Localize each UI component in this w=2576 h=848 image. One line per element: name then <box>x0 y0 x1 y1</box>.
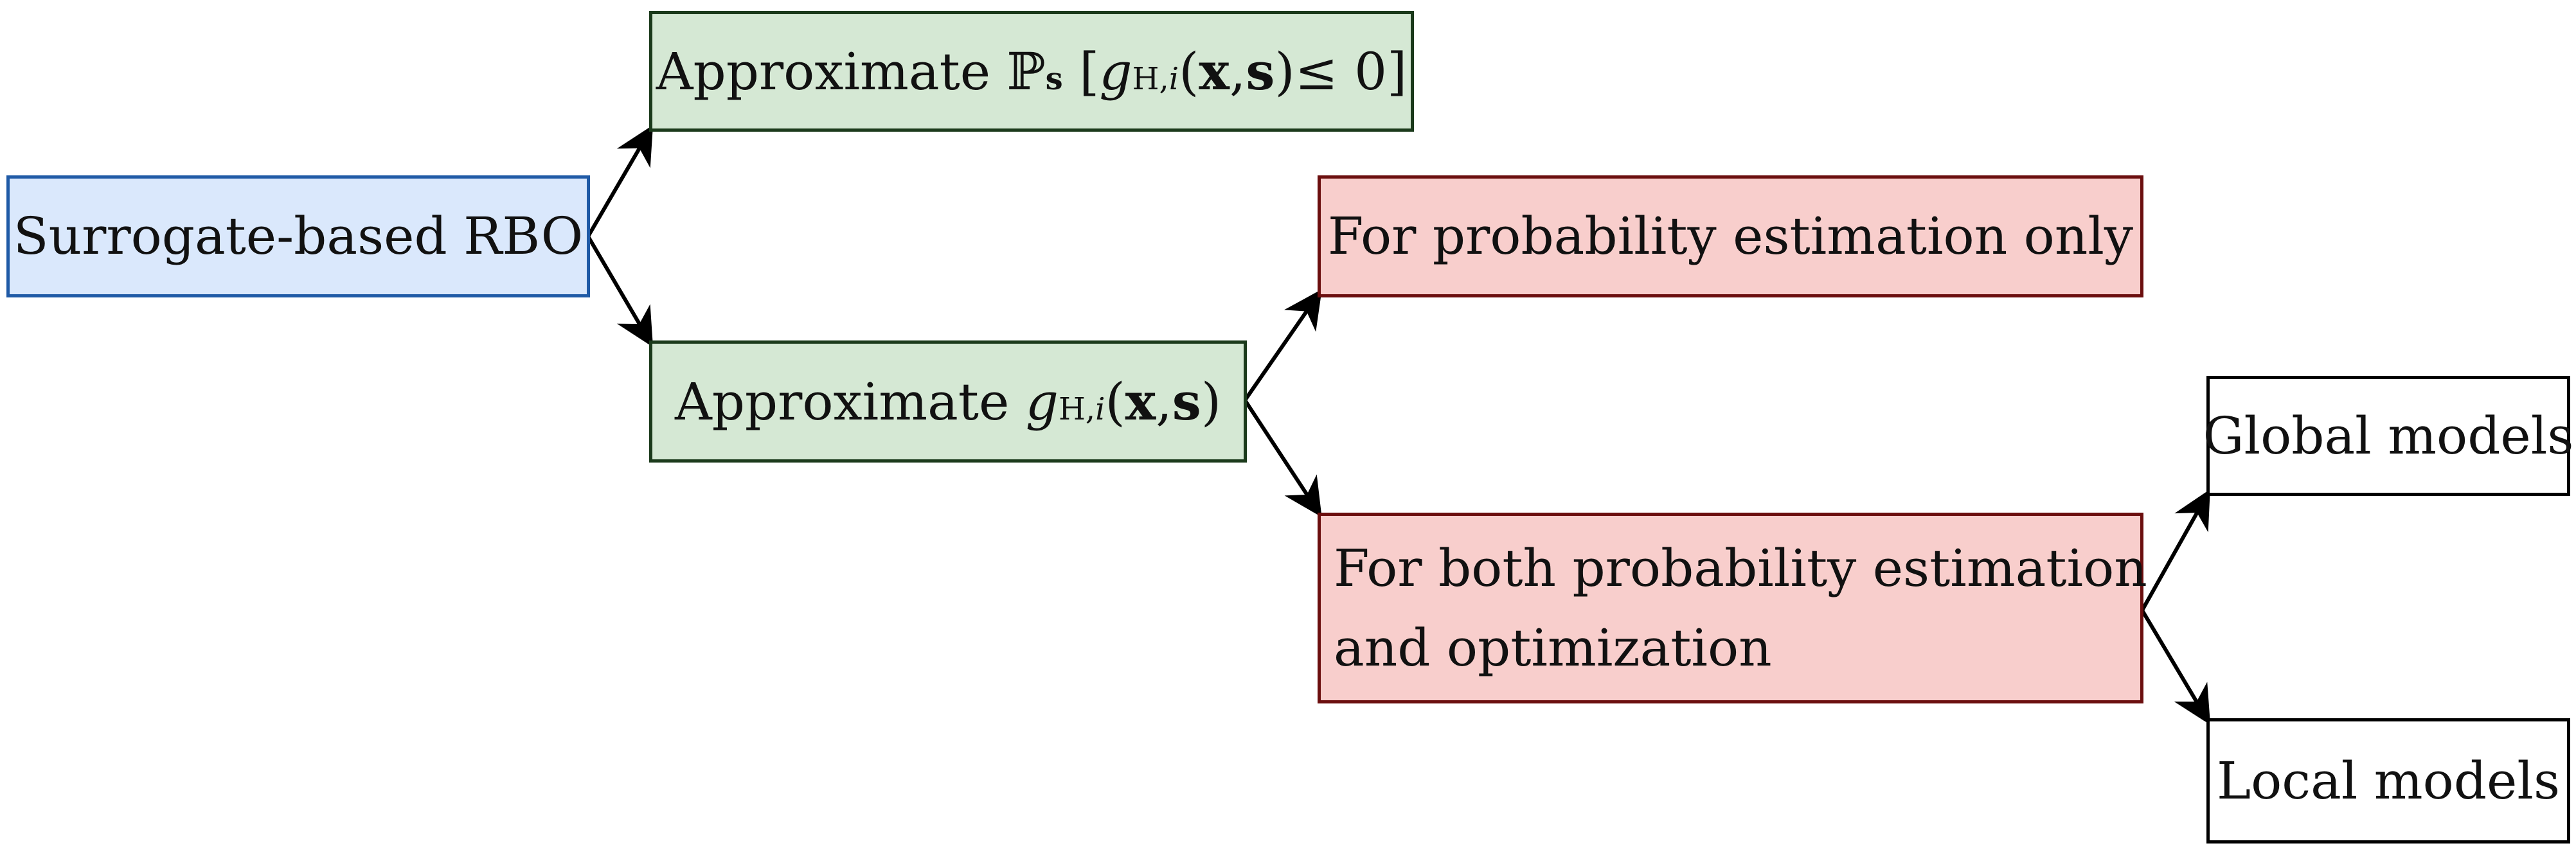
args-close: ) <box>1275 41 1295 102</box>
approx-g-prefix: Approximate <box>674 371 1010 432</box>
func-g: g <box>1025 371 1059 432</box>
node-local-models-label: Local models <box>2216 750 2561 811</box>
args-open: ( <box>1105 371 1125 432</box>
args-comma: , <box>1156 371 1172 432</box>
args-comma: , <box>1229 41 1246 102</box>
open-bracket: [ <box>1079 41 1100 102</box>
func-subscript-roman: H, <box>1132 60 1169 97</box>
node-local-models: Local models <box>2206 718 2570 844</box>
edge-both-to-local <box>2140 609 2211 725</box>
arg-x: x <box>1199 40 1230 102</box>
both-label-line1: For both probability estimation <box>1334 538 2147 598</box>
args-close: ) <box>1201 371 1222 432</box>
node-probability-estimation-only: For probability estimation only <box>1318 175 2143 297</box>
close-bracket: ] <box>1387 41 1408 102</box>
node-surrogate-based-rbo-label: Surrogate-based RBO <box>13 206 584 266</box>
edge-root-to-approx-g <box>586 235 654 348</box>
edge-both-to-global <box>2140 489 2210 612</box>
prob-subscript: s <box>1045 60 1063 97</box>
node-probability-estimation-only-label: For probability estimation only <box>1327 206 2134 266</box>
edge-approx-g-to-both <box>1243 399 1322 518</box>
func-subscript: H,i <box>1059 386 1105 432</box>
edge-approx-g-to-prob-only <box>1243 289 1322 402</box>
func-subscript: H,i <box>1132 56 1179 102</box>
node-surrogate-based-rbo: Surrogate-based RBO <box>6 175 590 297</box>
func-g: g <box>1099 41 1132 102</box>
func-subscript-italic: i <box>1095 391 1105 427</box>
both-label-block: For both probability estimation and opti… <box>1334 529 2147 688</box>
prob-symbol: ℙ <box>1006 41 1046 102</box>
func-subscript-roman: H, <box>1058 391 1096 427</box>
node-global-models-label: Global models <box>2203 405 2574 466</box>
both-label-line2: and optimization <box>1334 617 1772 678</box>
arg-s: s <box>1172 371 1201 432</box>
arg-x: x <box>1125 371 1156 432</box>
edge-group <box>586 125 2211 725</box>
approx-prob-prefix: Approximate <box>656 41 991 102</box>
func-subscript-italic: i <box>1168 60 1179 97</box>
node-global-models: Global models <box>2203 376 2573 496</box>
args-open: ( <box>1179 41 1199 102</box>
relation: ≤ 0 <box>1294 41 1388 102</box>
arg-s: s <box>1246 40 1275 102</box>
node-both-estimation-and-optimization: For both probability estimation and opti… <box>1318 513 2147 703</box>
edge-root-to-approx-prob <box>586 125 654 238</box>
